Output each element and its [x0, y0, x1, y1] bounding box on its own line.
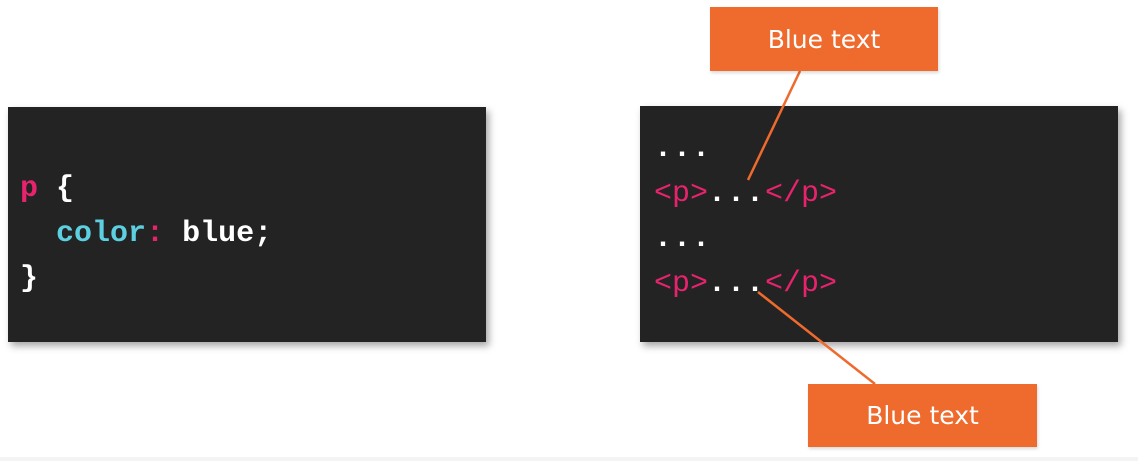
- close-brace: }: [20, 262, 39, 296]
- css-code-panel: p { color: blue; }: [8, 107, 486, 342]
- html-code-panel: ... <p>...</p> ... <p>...</p>: [640, 106, 1118, 342]
- html-markup: ... <p>...</p> ... <p>...</p>: [654, 127, 837, 307]
- p-close-tag: </p>: [765, 267, 838, 301]
- footer-strip: [0, 457, 1138, 461]
- css-selector: p: [20, 172, 39, 206]
- p-open-tag: <p>: [654, 267, 709, 301]
- p-close-tag: </p>: [765, 177, 838, 211]
- callout-label-top: Blue text: [710, 7, 938, 71]
- open-brace: {: [56, 172, 75, 206]
- callout-label-bottom: Blue text: [808, 384, 1037, 447]
- css-colon: :: [146, 217, 165, 251]
- css-rule: p { color: blue; }: [20, 167, 272, 302]
- paragraph-content: ...: [708, 177, 766, 211]
- css-value: blue;: [182, 217, 273, 251]
- ellipsis-line: ...: [654, 132, 712, 166]
- css-property: color: [56, 217, 147, 251]
- ellipsis-line: ...: [654, 222, 712, 256]
- paragraph-content: ...: [708, 267, 766, 301]
- p-open-tag: <p>: [654, 177, 709, 211]
